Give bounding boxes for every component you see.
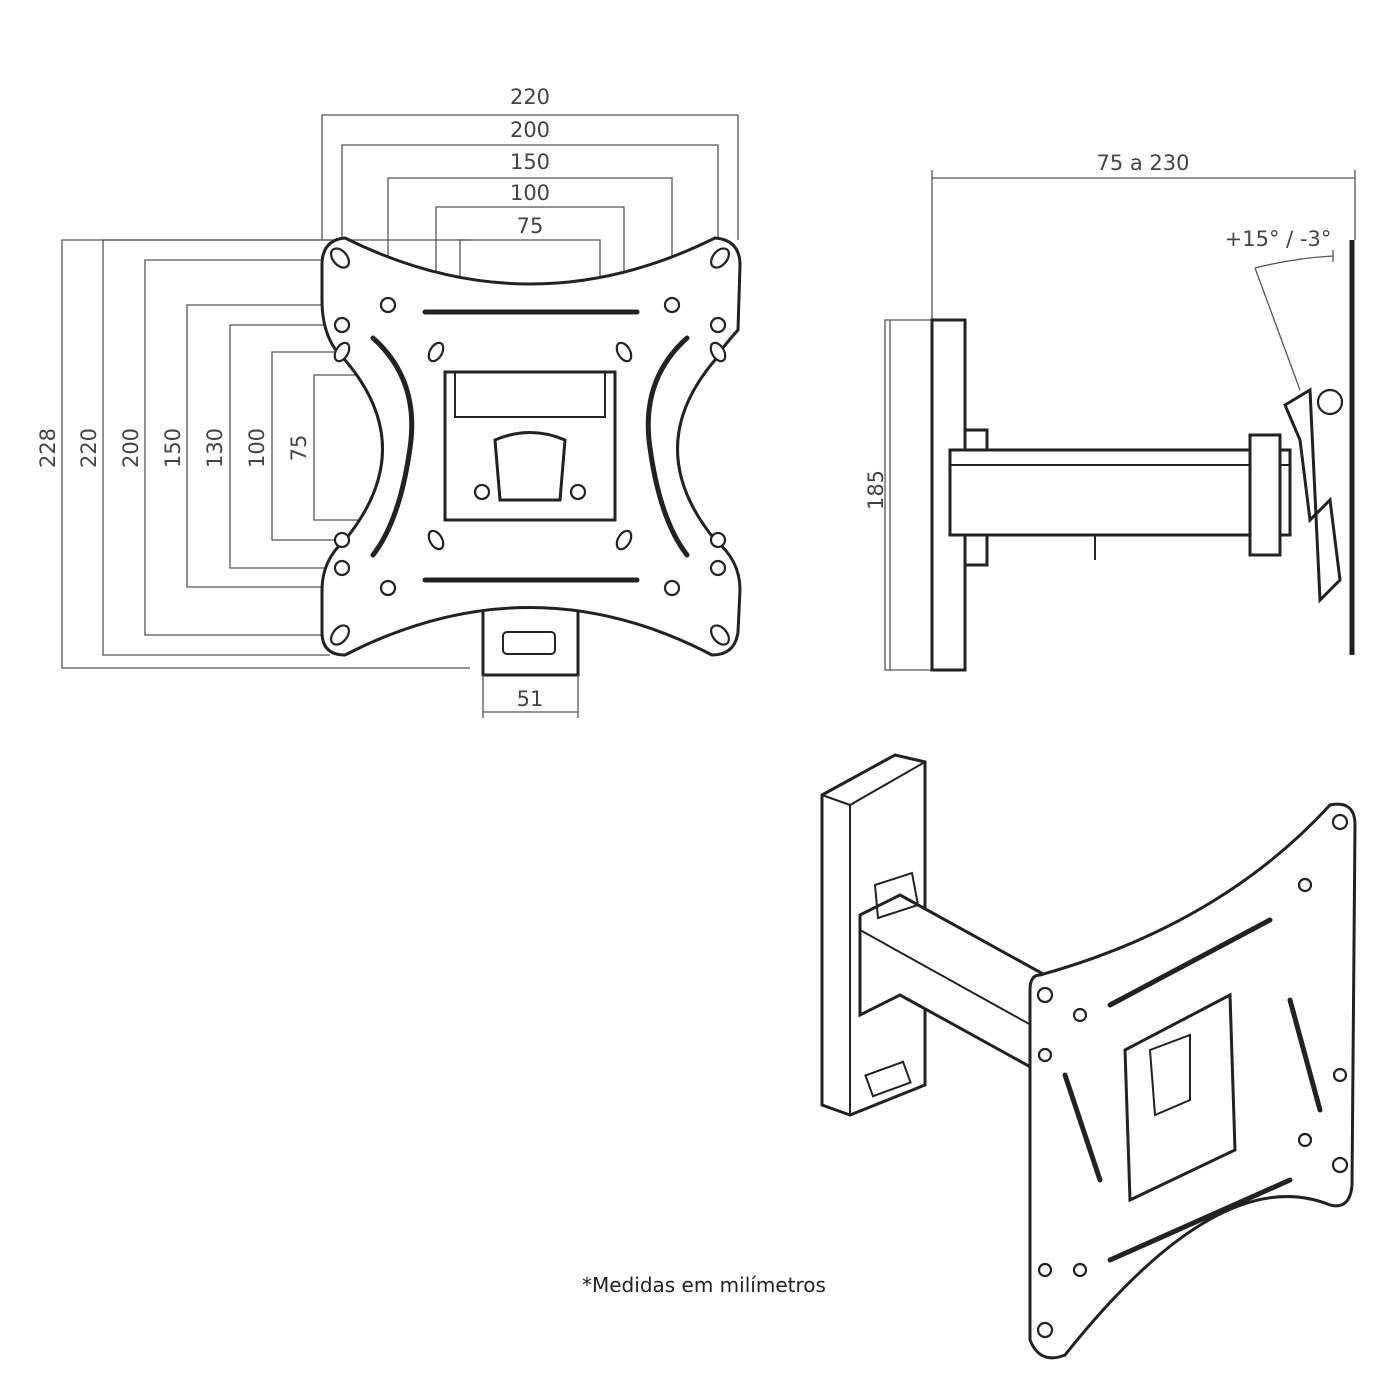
center-bracket-iso [1123,992,1237,1203]
dim-75-width: 75 [517,214,544,238]
dim-185: 185 [864,470,888,510]
tilt-knob [1316,388,1344,416]
side-view: 75 a 230 +15° / -3° 185 [864,151,1356,672]
dim-51: 51 [517,687,544,711]
tilt-bracket [1283,387,1342,604]
dim-100-width: 100 [510,181,550,205]
arm-side [948,448,1292,537]
width-dimensions: 220 200 150 100 75 [321,85,739,375]
center-bracket [443,370,617,522]
dim-150-width: 150 [510,150,550,174]
dim-depth-range: 75 a 230 [1096,151,1189,175]
tilt-angle-label: +15° / -3° [1225,227,1332,251]
dim-228-height: 228 [36,428,60,468]
pivot-block [1248,433,1282,557]
height-dimensions: 228 220 200 150 130 100 75 [36,239,470,669]
isometric-view [820,753,1357,1360]
dim-75-height: 75 [287,435,311,462]
front-view: 220 200 150 100 75 228 220 200 150 130 1… [36,85,742,718]
mounting-holes [330,247,730,646]
dim-200-width: 200 [510,118,550,142]
dim-130-height: 130 [203,428,227,468]
iso-slots [1062,917,1323,1263]
footnote: *Medidas em milímetros [582,1273,826,1297]
dim-100-height: 100 [245,428,269,468]
dim-220-width: 220 [510,85,550,109]
dim-200-height: 200 [119,428,143,468]
dim-150-height: 150 [161,428,185,468]
dim-220-height: 220 [77,428,101,468]
bracket-slot [502,631,556,655]
plate-slots [370,309,690,583]
